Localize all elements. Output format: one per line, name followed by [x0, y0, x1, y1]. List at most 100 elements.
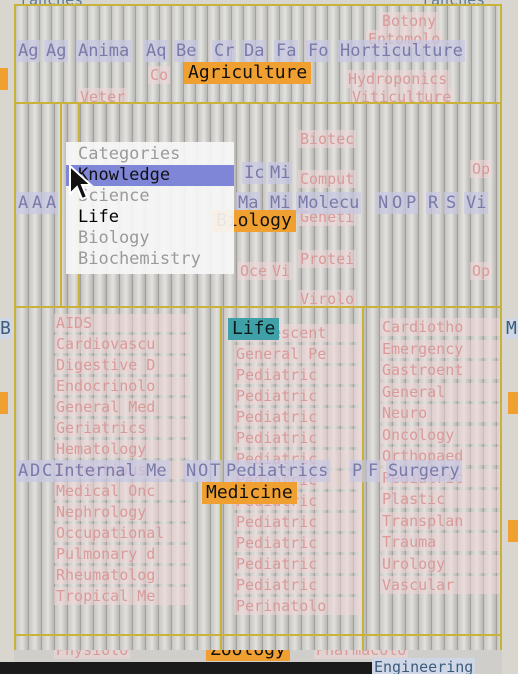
agri-header-horticulture[interactable]: Horticulture	[338, 40, 465, 62]
medicine-subitem[interactable]: Neuro	[380, 404, 500, 422]
life-label[interactable]: Life	[228, 318, 280, 340]
medicine-subitem[interactable]: Pediatric	[234, 576, 362, 594]
medicine-subitem[interactable]: Nephrology	[54, 503, 190, 521]
agri-header[interactable]: Fa	[274, 40, 299, 62]
medicine-subitem[interactable]: Medical Onc	[54, 482, 190, 500]
med-header[interactable]: C	[40, 460, 55, 482]
bio-header[interactable]: A	[44, 192, 59, 214]
medicine-subitem[interactable]: Pediatric	[234, 387, 362, 405]
medicine-subitem[interactable]: Geriatrics	[54, 419, 190, 437]
med-header[interactable]: O	[196, 460, 211, 482]
agri-header[interactable]: Cr	[212, 40, 237, 62]
med-header[interactable]: N	[184, 460, 199, 482]
medicine-subitem[interactable]: Plastic	[380, 490, 500, 508]
bio-subitem: Biotec	[298, 130, 357, 148]
med-header-pediatrics[interactable]: Pediatrics	[224, 460, 331, 482]
medicine-subitem[interactable]: AIDS	[54, 314, 190, 332]
med-header[interactable]: D	[28, 460, 43, 482]
medicine-subitem[interactable]: Trauma	[380, 533, 500, 551]
agri-subitem: Botony	[380, 12, 439, 30]
medicine-subitem[interactable]: Urology	[380, 554, 500, 573]
medicine-subitem[interactable]: Pediatric	[234, 408, 362, 426]
medicine-subitem[interactable]: General Pe	[234, 345, 362, 363]
agriculture-label[interactable]: Agriculture	[184, 62, 312, 84]
agri-header[interactable]: Da	[242, 40, 267, 62]
medicine-subitem[interactable]: Occupational	[54, 524, 190, 542]
bio-header[interactable]: O	[390, 192, 405, 214]
medicine-subitem[interactable]: Cardiotho	[380, 318, 500, 336]
medicine-subitem[interactable]: Cardiovascu	[54, 335, 190, 353]
medicine-subitem[interactable]: Vascular	[380, 576, 500, 594]
med-header-internal-medicine[interactable]: Internal Me	[52, 460, 169, 482]
medicine-subitem[interactable]: Hematology	[54, 440, 190, 458]
medicine-subitem[interactable]: Pulmonary d	[54, 545, 190, 563]
medicine-subitem[interactable]: Tropical Me	[54, 587, 190, 605]
agri-header[interactable]: Be	[174, 40, 199, 62]
bio-header[interactable]: N	[376, 192, 391, 214]
medicine-subitem[interactable]: Transplan	[380, 511, 500, 530]
zoology-label[interactable]: Zoology	[206, 650, 290, 661]
engineering-label: Engineering	[372, 658, 476, 674]
bio-header[interactable]: Mi	[268, 192, 293, 214]
agri-header[interactable]: Fo	[306, 40, 331, 62]
menu-item-categories[interactable]: Categories	[78, 144, 181, 164]
bio-header[interactable]: A	[30, 192, 45, 214]
menu-item-life[interactable]: Life	[78, 207, 119, 227]
agri-header[interactable]: Ag	[16, 40, 41, 62]
agriculture-panel[interactable]: Botony Entomolo Hydroponics Viticulture …	[14, 4, 502, 108]
medicine-inner-border	[16, 634, 500, 636]
bio-subitem: Op	[470, 160, 493, 178]
medicine-subitem[interactable]: Emergency	[380, 339, 500, 358]
bio-header[interactable]: R	[426, 192, 441, 214]
medicine-subitem[interactable]: Pediatric	[234, 429, 362, 447]
bio-header[interactable]: Mi	[268, 162, 293, 184]
right-edge-sliver	[508, 392, 518, 414]
agri-subitem: Veter	[78, 88, 128, 106]
menu-item-science[interactable]: Science	[78, 186, 150, 206]
bio-header[interactable]: P	[404, 192, 419, 214]
bio-header[interactable]: A	[16, 192, 31, 214]
bio-subitem: Protei	[298, 250, 357, 268]
bio-header[interactable]: Ma	[236, 192, 261, 214]
medicine-subitem[interactable]: Pediatric	[234, 513, 362, 531]
med-header[interactable]: A	[16, 460, 31, 482]
med-header[interactable]: F	[366, 460, 381, 482]
bio-header[interactable]: Ic	[242, 162, 267, 184]
bio-header[interactable]: S	[444, 192, 459, 214]
med-header[interactable]: P	[350, 460, 365, 482]
medicine-subitem[interactable]: Digestive D	[54, 356, 190, 374]
bio-subitem: Op	[470, 262, 493, 280]
menu-item-biochemistry[interactable]: Biochemistry	[78, 249, 201, 269]
agri-header[interactable]: Anima	[76, 40, 132, 62]
bio-header[interactable]: Vi	[464, 192, 489, 214]
medicine-subitem[interactable]: Oncology	[380, 425, 500, 444]
medicine-subitem[interactable]: Pediatric	[234, 534, 362, 552]
agri-header[interactable]: Aq	[144, 40, 169, 62]
medicine-subitem[interactable]: General	[380, 382, 500, 401]
category-popup-menu[interactable]: Categories Knowledge Science Life Biolog…	[66, 142, 234, 274]
medicine-subitem[interactable]: Endocrinolo	[54, 377, 190, 395]
med-header-surgery[interactable]: Surgery	[386, 460, 462, 482]
agri-header[interactable]: Ag	[44, 40, 69, 62]
medicine-subitem[interactable]: Perinatolo	[234, 597, 362, 615]
medicine-subitem[interactable]: Pediatric	[234, 555, 362, 573]
medicine-subitem[interactable]: Gastroent	[380, 361, 500, 379]
medicine-subitem[interactable]: Rheumatolog	[54, 566, 190, 584]
medicine-subitem[interactable]: Pediatric	[234, 366, 362, 384]
left-edge-sliver	[0, 392, 8, 414]
med-header[interactable]: T	[208, 460, 223, 482]
bottom-dark-bar	[0, 662, 380, 674]
menu-item-biology[interactable]: Biology	[78, 228, 150, 248]
agri-subitem: Hydroponics	[346, 70, 450, 88]
bio-subitem: Vi	[270, 262, 293, 280]
side-letter-right: M	[506, 318, 517, 339]
medicine-subitem[interactable]: General Med	[54, 398, 190, 416]
bio-header-molecular[interactable]: Molecu	[296, 192, 362, 214]
bottom-mid-label: Pharmacolo	[314, 650, 409, 659]
bottom-left-label: Physiolo	[54, 650, 131, 659]
bio-subitem: Comput	[298, 170, 357, 188]
menu-item-knowledge[interactable]: Knowledge	[66, 165, 234, 186]
medicine-label[interactable]: Medicine	[202, 482, 297, 504]
